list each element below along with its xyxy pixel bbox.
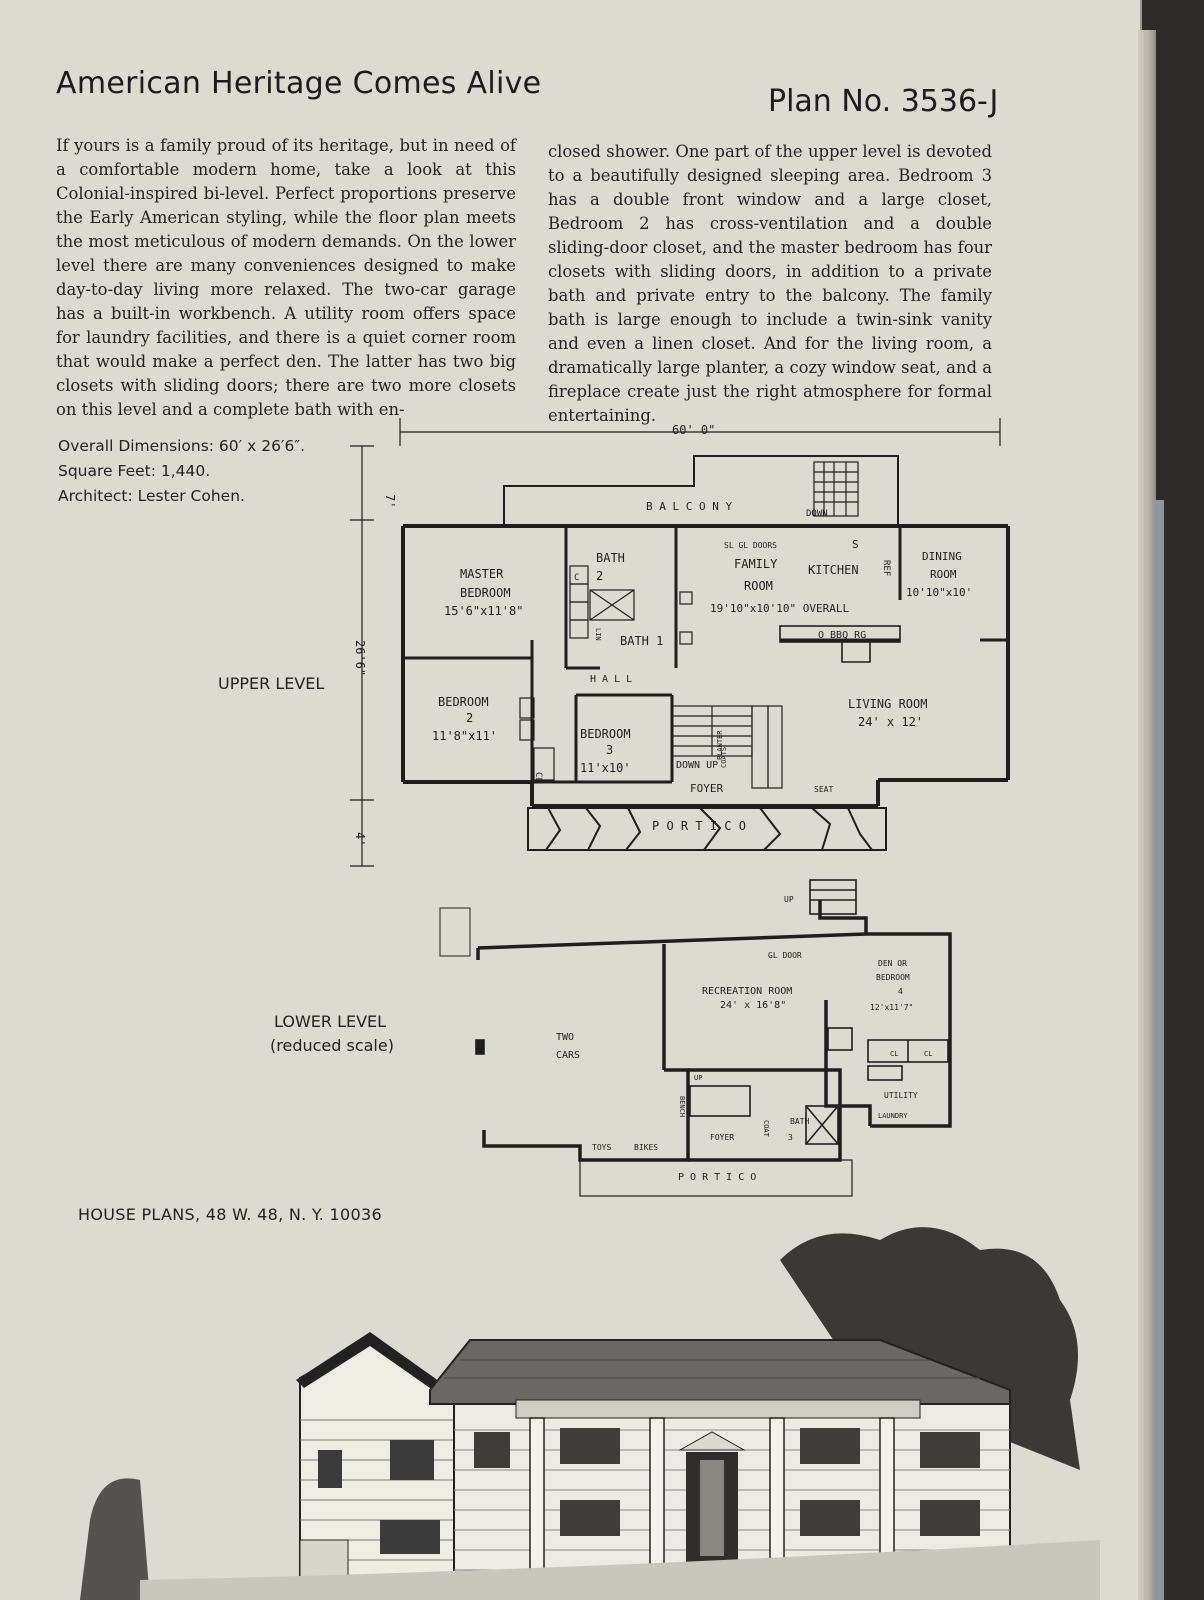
sl-gl-doors-label: SL GL DOORS: [724, 541, 777, 550]
recreation-room-name: RECREATION ROOM: [702, 986, 792, 997]
master-closets: [519, 565, 693, 781]
dining-room-name2: ROOM: [930, 568, 957, 581]
dim-top-label: 7': [383, 494, 397, 508]
bedroom3-closet-label: CL: [533, 772, 543, 783]
house-elevation-illustration: [80, 1227, 1100, 1600]
family-room-name: FAMILY: [734, 557, 778, 571]
lower-coat-closet-label: COAT: [762, 1120, 770, 1138]
bedroom3-size: 11'x10': [580, 761, 631, 775]
kitchen-counter: [779, 625, 901, 663]
lower-level-label: LOWER LEVEL: [274, 1012, 387, 1031]
family-room-name2: ROOM: [744, 579, 773, 593]
den-number: 4: [898, 987, 903, 996]
publisher-address: HOUSE PLANS, 48 W. 48, N. Y. 10036: [78, 1205, 382, 1224]
bath2-number: 2: [596, 569, 603, 583]
lower-foyer-up-label: UP: [694, 1074, 702, 1082]
upper-interior-walls: [403, 526, 1008, 784]
planter-label: PLANTER: [716, 730, 724, 760]
bath2-label: BATH: [596, 551, 625, 565]
lower-up-stair-label: UP: [784, 895, 794, 904]
balcony-down-label: DOWN: [806, 509, 828, 519]
catalog-page: American Heritage Comes Alive Plan No. 3…: [0, 0, 1142, 1600]
bench-label: BENCH: [678, 1096, 686, 1117]
den-closet2-label: CL: [924, 1050, 932, 1058]
master-bedroom-name: MASTER: [460, 567, 504, 581]
upper-portico-label: P O R T I C O: [652, 819, 746, 833]
den-name: DEN OR: [878, 959, 907, 968]
hall-label: H A L L: [590, 674, 632, 685]
laundry-label: LAUNDRY: [878, 1112, 908, 1120]
lower-foyer-label: FOYER: [710, 1133, 734, 1142]
lower-outer-walls: [476, 900, 952, 1162]
bath1-label: BATH 1: [620, 634, 663, 648]
balcony-stair: [813, 461, 859, 517]
lower-interior-details: [439, 879, 949, 1197]
balcony-outline: [503, 455, 899, 524]
foyer-down-up-label: DOWN UP: [676, 760, 718, 771]
living-room-size: 24' x 12': [858, 715, 923, 729]
page-title: American Heritage Comes Alive: [56, 66, 542, 101]
floor-plan-drawings: 60' 0" 7' 26'6" 4' B A L C O N Y DOWN SL…: [80, 418, 1100, 1600]
article-column-right: closed shower. One part of the upper lev…: [548, 142, 992, 425]
appliances-label: O BBQ RG: [818, 630, 866, 641]
upper-level-label: UPPER LEVEL: [218, 674, 325, 693]
refrigerator-label: REF: [881, 560, 891, 576]
square-feet: Square Feet: 1,440.: [58, 462, 211, 480]
garage-label2: CARS: [556, 1050, 580, 1061]
toys-storage-label: TOYS: [592, 1143, 611, 1152]
plan-specs: Overall Dimensions: 60′ x 26′6″. Square …: [58, 434, 305, 509]
master-closet-label: C: [574, 573, 579, 583]
plan-number: Plan No. 3536-J: [768, 84, 999, 119]
living-room-name: LIVING ROOM: [848, 697, 927, 711]
den-closet-label: CL: [890, 1050, 898, 1058]
den-size: 12'x11'7": [870, 1003, 913, 1012]
bikes-storage-label: BIKES: [634, 1143, 658, 1152]
recreation-room-size: 24' x 16'8": [720, 1000, 786, 1011]
bedroom2-number: 2: [466, 711, 473, 725]
master-bedroom-name2: BEDROOM: [460, 586, 511, 600]
upper-foyer-label: FOYER: [690, 782, 723, 795]
bath3-label: BATH: [790, 1117, 809, 1126]
architect: Architect: Lester Cohen.: [58, 487, 245, 505]
kitchen-label: KITCHEN: [808, 563, 859, 577]
linen-closet-label: LIN: [594, 628, 602, 641]
lower-level-note: (reduced scale): [270, 1036, 394, 1055]
bedroom3-number: 3: [606, 743, 613, 757]
bedroom2-size: 11'8"x11': [432, 729, 497, 743]
dining-room-size: 10'10"x10': [906, 586, 972, 599]
utility-label: UTILITY: [884, 1091, 918, 1100]
garage-label: TWO: [556, 1032, 574, 1043]
window-seat-label: SEAT: [814, 785, 833, 794]
bath3-number: 3: [788, 1133, 793, 1142]
sink-label: S: [852, 538, 859, 551]
dining-room-name: DINING: [922, 550, 962, 563]
family-room-size: 19'10"x10'10" OVERALL: [710, 602, 849, 615]
dim-bottom-label: 4': [353, 832, 367, 846]
master-bedroom-size: 15'6"x11'8": [444, 604, 523, 618]
article-column-left: If yours is a family proud of its herita…: [56, 136, 516, 419]
overall-width-label: 60' 0": [672, 423, 715, 437]
gl-door-label: GL DOOR: [768, 951, 802, 960]
overall-dimensions: Overall Dimensions: 60′ x 26′6″.: [58, 437, 306, 455]
upper-outer-walls: [401, 524, 1010, 808]
den-name2: BEDROOM: [876, 973, 910, 982]
lower-portico-label: P O R T I C O: [678, 1172, 756, 1183]
dim-middle-label: 26'6": [353, 640, 367, 676]
foyer-stair: [671, 705, 783, 789]
upper-portico-flagstones: [527, 807, 887, 851]
bedroom3-name: BEDROOM: [580, 727, 631, 741]
bedroom2-name: BEDROOM: [438, 695, 489, 709]
coats-closet-label: COATS: [720, 747, 728, 768]
balcony-label: B A L C O N Y: [646, 500, 732, 513]
page-edge: [1138, 30, 1156, 1600]
book-cover-edge: [1154, 500, 1164, 1600]
